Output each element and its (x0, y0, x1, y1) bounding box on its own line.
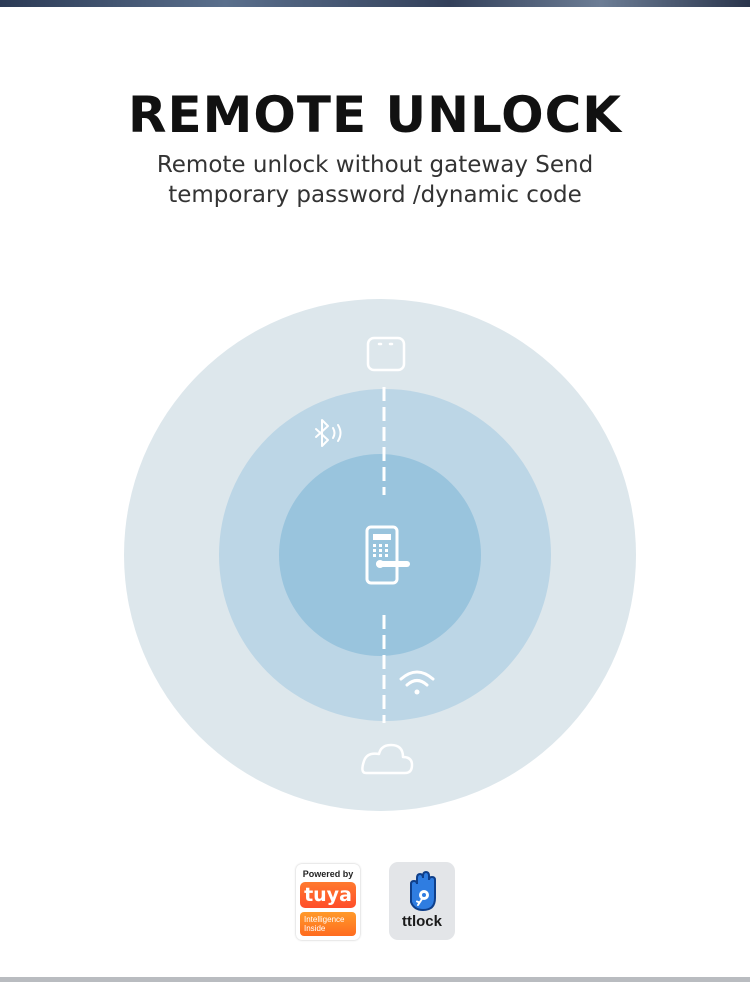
ttlock-brand: ttlock (401, 913, 442, 930)
remote-unlock-diagram (124, 299, 636, 811)
wifi-icon (399, 670, 435, 695)
tuya-brand: tuya (300, 882, 356, 908)
top-decor-strip (0, 0, 750, 7)
cloud-icon (361, 743, 414, 775)
smart-lock-icon (365, 525, 410, 585)
partner-logos: Powered by tuya Intelligence Inside ttlo… (0, 862, 750, 942)
tuya-powered-by: Powered by (302, 869, 354, 879)
bottom-decor-strip (0, 977, 750, 982)
bluetooth-icon (315, 419, 342, 447)
tuya-inside-line-1: Intelligence (304, 915, 345, 924)
ttlock-logo: ttlock (389, 862, 455, 940)
tuya-inside-line-2: Inside (304, 924, 326, 933)
subtitle-line-2: temporary password /dynamic code (168, 182, 582, 208)
hand-key-icon (410, 870, 436, 912)
subtitle-line-1: Remote unlock without gateway Send (156, 152, 594, 178)
page-title: REMOTE UNLOCK (127, 86, 623, 144)
gateway-icon (366, 336, 406, 372)
page-subtitle: Remote unlock without gateway Send tempo… (0, 150, 750, 210)
tuya-inside-label: Intelligence Inside (300, 912, 356, 936)
tuya-logo: Powered by tuya Intelligence Inside (296, 864, 360, 940)
